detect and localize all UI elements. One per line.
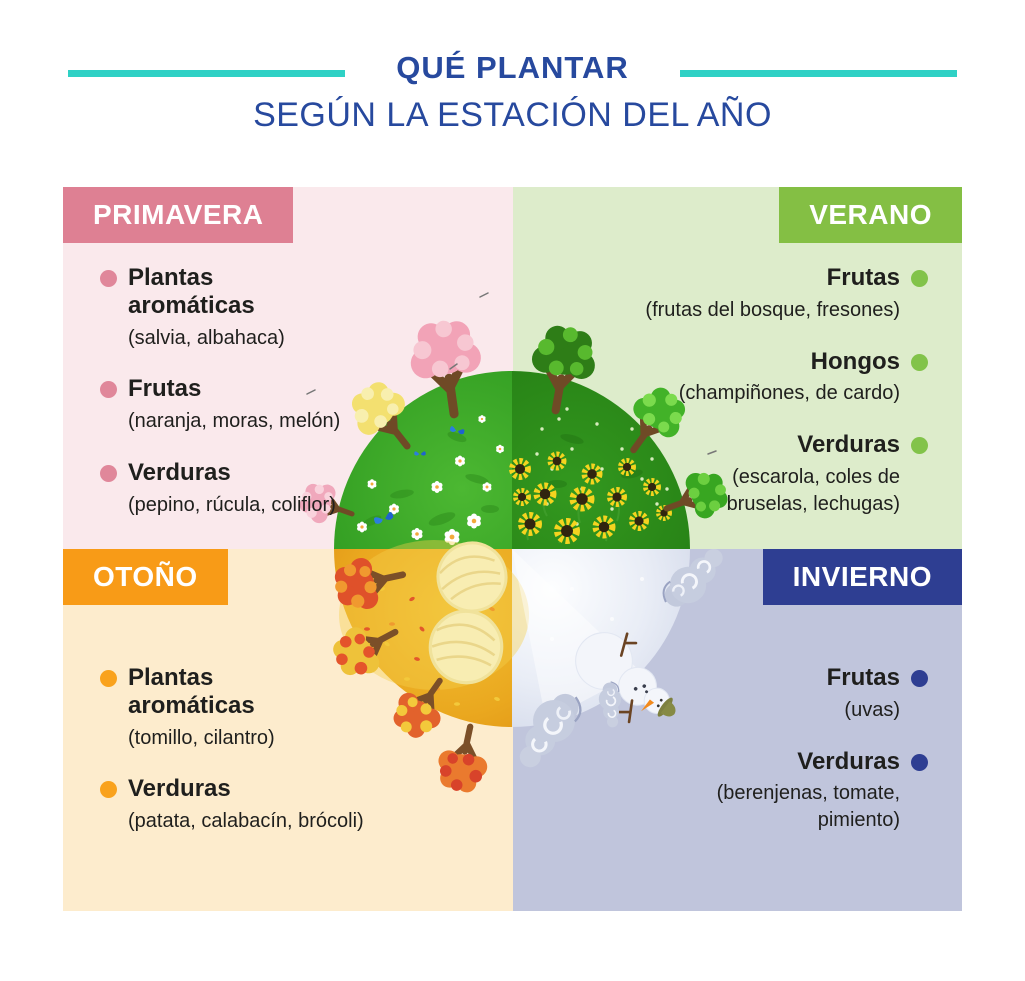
produce-item: Verduras (escarola, coles de bruselas, le… (727, 431, 928, 517)
produce-item: Verduras (pepino, rúcula, coliflor) (100, 459, 336, 519)
seasons-grid: PRIMAVERA Plantas aromáticas (salvia, alb… (63, 187, 962, 911)
four-seasons-globe-illustration (295, 292, 733, 796)
page-subtitle: SEGÚN LA ESTACIÓN DEL AÑO (253, 96, 772, 134)
bullet-dot-icon (911, 753, 928, 771)
otono-item-list: Plantas aromáticas (tomillo, cilantro) Ver… (100, 664, 400, 859)
bullet-dot-icon (100, 465, 117, 483)
bullet-dot-icon (911, 353, 928, 371)
item-detail: (berenjenas, tomate, pimiento) (716, 782, 900, 832)
globe-summer-quarter (512, 371, 690, 549)
item-detail: (patata, calabacín, brócoli) (128, 810, 364, 833)
autumn-bottom-tree-icon (433, 722, 490, 796)
bullet-dot-icon (100, 670, 117, 687)
item-name: Verduras (128, 775, 231, 803)
invierno-item-list: Frutas (uvas) Verduras (berenjenas, tomate,… (598, 664, 928, 858)
item-detail: (salvia, albahaca) (128, 326, 285, 349)
bullet-dot-icon (100, 270, 117, 287)
item-name: Verduras (797, 747, 900, 775)
item-name: Verduras (797, 431, 900, 459)
bullet-dot-icon (100, 381, 117, 399)
flying-bird-marks (306, 292, 717, 455)
item-name: Frutas (128, 375, 202, 403)
item-name: Plantas aromáticas (128, 664, 255, 719)
item-name: Verduras (128, 459, 231, 487)
season-badge-invierno: INVIERNO (762, 549, 962, 605)
primavera-item-list: Plantas aromáticas (salvia, albahaca) Frut… (100, 264, 400, 543)
item-name: Frutas (826, 664, 900, 691)
item-name: Frutas (826, 264, 900, 291)
item-detail: (tomillo, cilantro) (128, 726, 275, 749)
item-detail: (naranja, moras, melón) (128, 410, 341, 433)
season-badge-primavera: PRIMAVERA (63, 187, 294, 243)
verano-item-list: Frutas (frutas del bosque, fresones) Hongo… (598, 264, 928, 542)
page-title: QUÉ PLANTAR (396, 50, 629, 85)
globe-spring-quarter (334, 371, 512, 549)
produce-item: Frutas (uvas) (827, 664, 928, 724)
bullet-dot-icon (100, 781, 117, 799)
item-name: Plantas aromáticas (128, 264, 255, 319)
season-badge-verano: VERANO (779, 187, 962, 243)
item-detail: (frutas del bosque, fresones) (645, 298, 900, 321)
bullet-dot-icon (911, 670, 928, 687)
spring-grass-tufts (362, 431, 499, 527)
produce-item: Plantas aromáticas (tomillo, cilantro) (100, 664, 283, 751)
produce-item: Verduras (patata, calabacín, brócoli) (100, 775, 364, 835)
item-detail: (pepino, rúcula, coliflor) (128, 493, 336, 516)
item-detail: (uvas) (844, 698, 900, 721)
item-detail: (escarola, coles de bruselas, lechugas) (726, 466, 900, 515)
season-badge-otono: OTOÑO (63, 549, 228, 605)
title-accent-line-left (68, 70, 345, 77)
bullet-dot-icon (911, 270, 928, 287)
produce-item: Frutas (frutas del bosque, fresones) (645, 264, 928, 324)
title-accent-line-right (680, 70, 957, 77)
produce-item: Verduras (berenjenas, tomate, pimiento) (717, 748, 928, 834)
produce-item: Plantas aromáticas (salvia, albahaca) (100, 264, 285, 351)
produce-item: Hongos (champiñones, de cardo) (679, 348, 928, 408)
produce-item: Frutas (naranja, moras, melón) (100, 375, 340, 435)
item-detail: (champiñones, de cardo) (678, 382, 900, 405)
item-name: Hongos (810, 347, 900, 375)
bullet-dot-icon (911, 437, 928, 455)
